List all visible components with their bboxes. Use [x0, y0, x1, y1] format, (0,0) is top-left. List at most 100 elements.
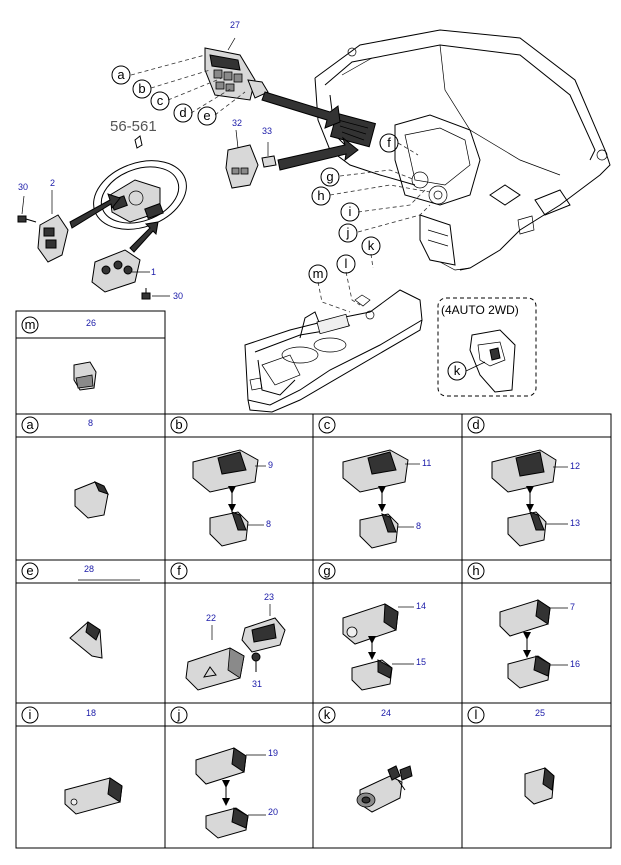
cell-i-num-0: 18 [86, 708, 96, 718]
cell-h-num-1: 16 [570, 659, 580, 669]
callout-g: g [320, 167, 340, 187]
callout-b-letter: b [138, 81, 145, 96]
cell-a-letter: a [26, 417, 34, 432]
cell-d-num-0: 12 [570, 461, 580, 471]
callout-l: l [336, 254, 356, 274]
switch-2 [37, 190, 69, 263]
label-1: 1 [151, 267, 156, 277]
cell-a-num-0: 8 [88, 418, 93, 428]
label-30-bottom: 30 [173, 291, 183, 301]
callout-a-letter: a [117, 67, 125, 82]
label-2: 2 [50, 178, 55, 188]
switch-1 [91, 249, 150, 293]
cell-k: k 24 [318, 706, 413, 813]
cell-h-letter: h [472, 563, 479, 578]
callout-m: m [308, 264, 328, 284]
callout-d: d [173, 103, 193, 123]
cell-e-letter: e [26, 563, 33, 578]
cell-i: i 18 [21, 706, 123, 815]
cell-f-num-0: 23 [264, 592, 274, 602]
cell-j-num-1: 20 [268, 807, 278, 817]
callout-c-letter: c [157, 93, 164, 108]
arrow-to-dash [261, 91, 341, 129]
cell-l-num-0: 25 [535, 708, 545, 718]
cell-d: d 12 13 [467, 416, 580, 547]
callout-f: f [379, 133, 399, 153]
switch-panel-27 [204, 37, 269, 101]
cell-j: j 19 20 [170, 706, 278, 839]
cell-f-letter: f [177, 563, 181, 578]
screw-30-left [17, 195, 37, 223]
steering-wheel-drawing [93, 135, 187, 230]
leader-lines [130, 54, 431, 313]
callout-b: b [132, 79, 152, 99]
cell-b: b 9 8 [170, 416, 273, 547]
label-27: 27 [230, 20, 240, 30]
cell-a: a 8 [21, 416, 109, 519]
inset-callout-k-letter: k [454, 363, 461, 378]
parts-table-grid [15, 310, 612, 849]
center-console-drawing [244, 289, 423, 413]
callout-h-letter: h [317, 188, 324, 203]
callout-e: e [197, 106, 217, 126]
clip-33 [261, 142, 277, 168]
arrow-wheel-to-2 [69, 193, 121, 229]
cell-f-num-1: 22 [206, 613, 216, 623]
cell-j-letter: j [177, 707, 181, 722]
dashboard-drawing [314, 29, 611, 271]
cell-d-letter: d [472, 417, 479, 432]
cell-b-num-1: 8 [266, 519, 271, 529]
arrow-32-to-dash [277, 136, 359, 171]
callout-j: j [338, 223, 358, 243]
inset-label: (4AUTO 2WD) [441, 303, 519, 317]
callout-c: c [150, 91, 170, 111]
cell-i-letter: i [29, 707, 32, 722]
callout-j-letter: j [346, 225, 350, 240]
cell-k-letter: k [324, 707, 331, 722]
label-32: 32 [232, 118, 242, 128]
callout-e-letter: e [203, 108, 210, 123]
cell-m-num: 26 [86, 318, 96, 328]
switch-32 [225, 129, 259, 189]
inset-4auto-2wd: (4AUTO 2WD) k [437, 297, 537, 397]
cell-m-letter: m [25, 317, 36, 332]
cell-m: m 26 [21, 316, 97, 391]
cell-g-letter: g [323, 563, 330, 578]
cell-e: e 28 [21, 562, 140, 659]
callout-i-letter: i [349, 204, 352, 219]
cell-h: h 7 16 [467, 562, 580, 689]
cell-d-num-1: 13 [570, 518, 580, 528]
cell-c: c 11 8 [318, 416, 431, 549]
callout-l-letter: l [345, 256, 348, 271]
cell-g-num-0: 14 [416, 601, 426, 611]
ref-code: 56-561 [110, 118, 157, 135]
cell-l-letter: l [475, 707, 478, 722]
cell-j-num-0: 19 [268, 748, 278, 758]
cell-l: l 25 [467, 706, 555, 805]
cell-e-num-0: 28 [84, 564, 94, 574]
cell-h-num-0: 7 [570, 602, 575, 612]
callout-i: i [340, 202, 360, 222]
callout-d-letter: d [179, 105, 186, 120]
cell-g: g 14 15 [318, 562, 426, 691]
cell-c-num-1: 8 [416, 521, 421, 531]
cell-k-num-0: 24 [381, 708, 391, 718]
callout-m-letter: m [313, 266, 324, 281]
cell-g-num-1: 15 [416, 657, 426, 667]
label-33: 33 [262, 126, 272, 136]
callout-f-letter: f [387, 135, 391, 150]
callout-k-letter: k [368, 238, 375, 253]
arrow-wheel-to-1 [129, 221, 159, 253]
cell-b-letter: b [175, 417, 182, 432]
callout-g-letter: g [326, 169, 333, 184]
callout-k: k [361, 236, 381, 256]
cell-c-num-0: 11 [422, 458, 431, 468]
label-30-left: 30 [18, 182, 28, 192]
callout-a: a [111, 65, 131, 85]
cell-f: f 23 22 31 [170, 562, 286, 691]
screw-30-bottom [141, 288, 170, 300]
cell-c-letter: c [324, 417, 331, 432]
cell-f-num-2: 31 [252, 679, 262, 689]
cell-b-num-0: 9 [268, 460, 273, 470]
